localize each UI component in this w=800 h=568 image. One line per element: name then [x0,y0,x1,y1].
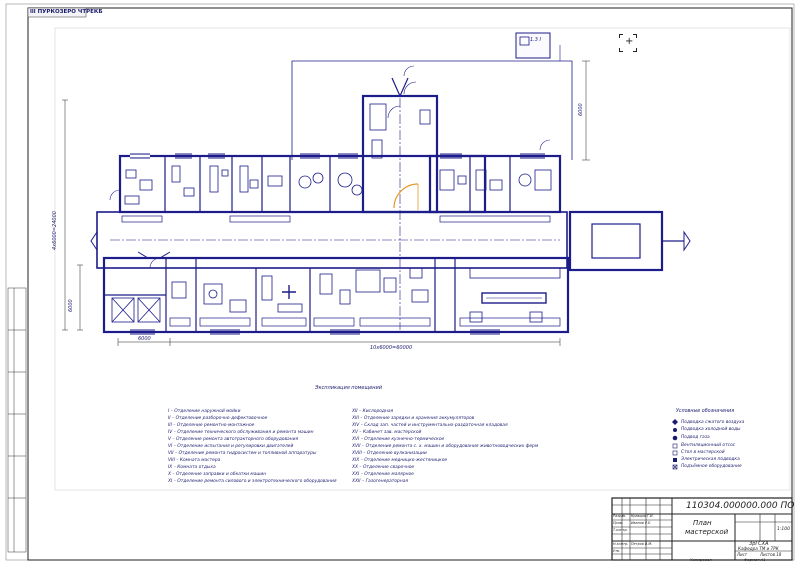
crosshair-plus: + [625,36,634,47]
legend-item: IV – Отделение технического обслуживания… [168,430,314,435]
format-label: Формат A1 [744,557,766,562]
dimension-lines [62,60,590,346]
dim-bottom-main: 10x6000=60000 [370,345,413,351]
copied-label: Копировал [690,557,712,562]
role-label: Н.контр. [613,542,629,546]
symbol-legend-item: Подъёмное оборудование [681,464,742,469]
symbol-legend-title: Условные обозначения [676,409,735,414]
corner-stamp-box [27,7,87,18]
legend-item: XX – Отделение сварочное [352,465,415,470]
sheets-label: Листов 18 [760,552,782,557]
dim-right-vertical: 6000 [578,103,584,116]
dim-bottom-left: 6000 [138,336,151,342]
role-label: Пров. [613,521,623,525]
orange-door-swing [393,183,419,209]
name-value: Иванов Р.Е. [631,521,652,525]
symbol-legend-item: Подвод газа [681,435,710,440]
right-annex-wall [568,210,664,272]
legend-item: XVIII – Отделение вулканизации [352,451,427,456]
legend-item: XXII – Газогенераторная [352,479,409,484]
dim-left-vertical: 4x6000=24000 [52,211,58,250]
sheet-label: Лист [737,552,748,557]
legend-item: XII – Кислородная [352,409,394,414]
legend-item: XI – Отделение ремонта силового и электр… [168,479,337,484]
left-margin-stamp [7,287,27,553]
legend-item: VI – Отделение испытания и регулировки д… [168,444,294,449]
doc-number: 110304.000000.000 ПО [686,501,795,511]
legend-item: XXI – Отделение малярное [352,472,414,477]
title-block [611,497,793,561]
symbol-legend-item: Стол в мастерской [681,450,725,455]
plan-caption: Экспликация помещений [315,385,383,391]
legend-item: V – Отделение ремонта автотракторного об… [168,437,299,442]
symbol-legend-item: Вентиляционный отсос [681,443,736,448]
drawing-title-line2: мастерской [685,528,729,536]
legend-item: XV – Кабинет зав. мастерской [352,430,422,435]
legend-item: IX – Комната отдыха [168,465,216,470]
plan-area-frame [54,27,791,491]
legend-item: X – Отделение заправки и обкатки машин [168,472,267,477]
building-plan [90,32,691,335]
legend-item: XIII – Отделение зарядки и хранения акку… [352,416,475,421]
scale-value: 1:100 [777,527,790,532]
legend-item: XIV – Склад зап. частей и инструментальн… [352,423,508,428]
lower-wing-wall [102,256,570,334]
crosshair-marker: + [619,34,637,52]
legend-item: XVI – Отделение кузнечно-термическое [352,437,445,442]
symbol-legend-item: Подводка холодной воды [681,427,741,432]
top-extension-outline [291,60,573,160]
legend-item: VII – Отделение ремонта гидросистем и то… [168,451,317,456]
role-label: Разраб. [613,514,627,518]
legend-item: III – Отделение ремонтно-монтажное [168,423,255,428]
org-line1: ЗрГСХА [749,541,769,547]
name-value: Кравцов Г.И. [631,514,654,518]
symbol-legend-icons [672,419,678,470]
corner-stamp: lll ПУРКОЗЕРО ЧТРЕКБ [30,9,103,15]
legend-item: XIX – Отделение медницко-жестяницкое [352,458,448,463]
legend-item: VIII – Комната мастера [168,458,221,463]
role-label: Утв. [613,549,621,553]
legend-item: XVII – Отделение ремонта с. х. машин и о… [352,444,539,449]
role-label: Т.контр. [613,528,628,532]
dim-left-small: 6000 [68,299,74,312]
symbol-legend-item: Подводка сжатого воздуха [681,420,745,425]
org-line2: Кафедра ТМ и ТРК [738,546,779,551]
name-value: Петров В.М. [631,542,653,546]
legend-item: II – Отделение разборочно-дефектовочное [168,416,268,421]
unit-box-label: 1.3 I [530,37,542,43]
inner-frame [27,7,793,561]
drawing-title-line1: План [693,519,712,527]
symbol-legend-item: Электрическая подводка [681,457,740,462]
legend-item: I – Отделение наружной мойки [168,409,241,414]
